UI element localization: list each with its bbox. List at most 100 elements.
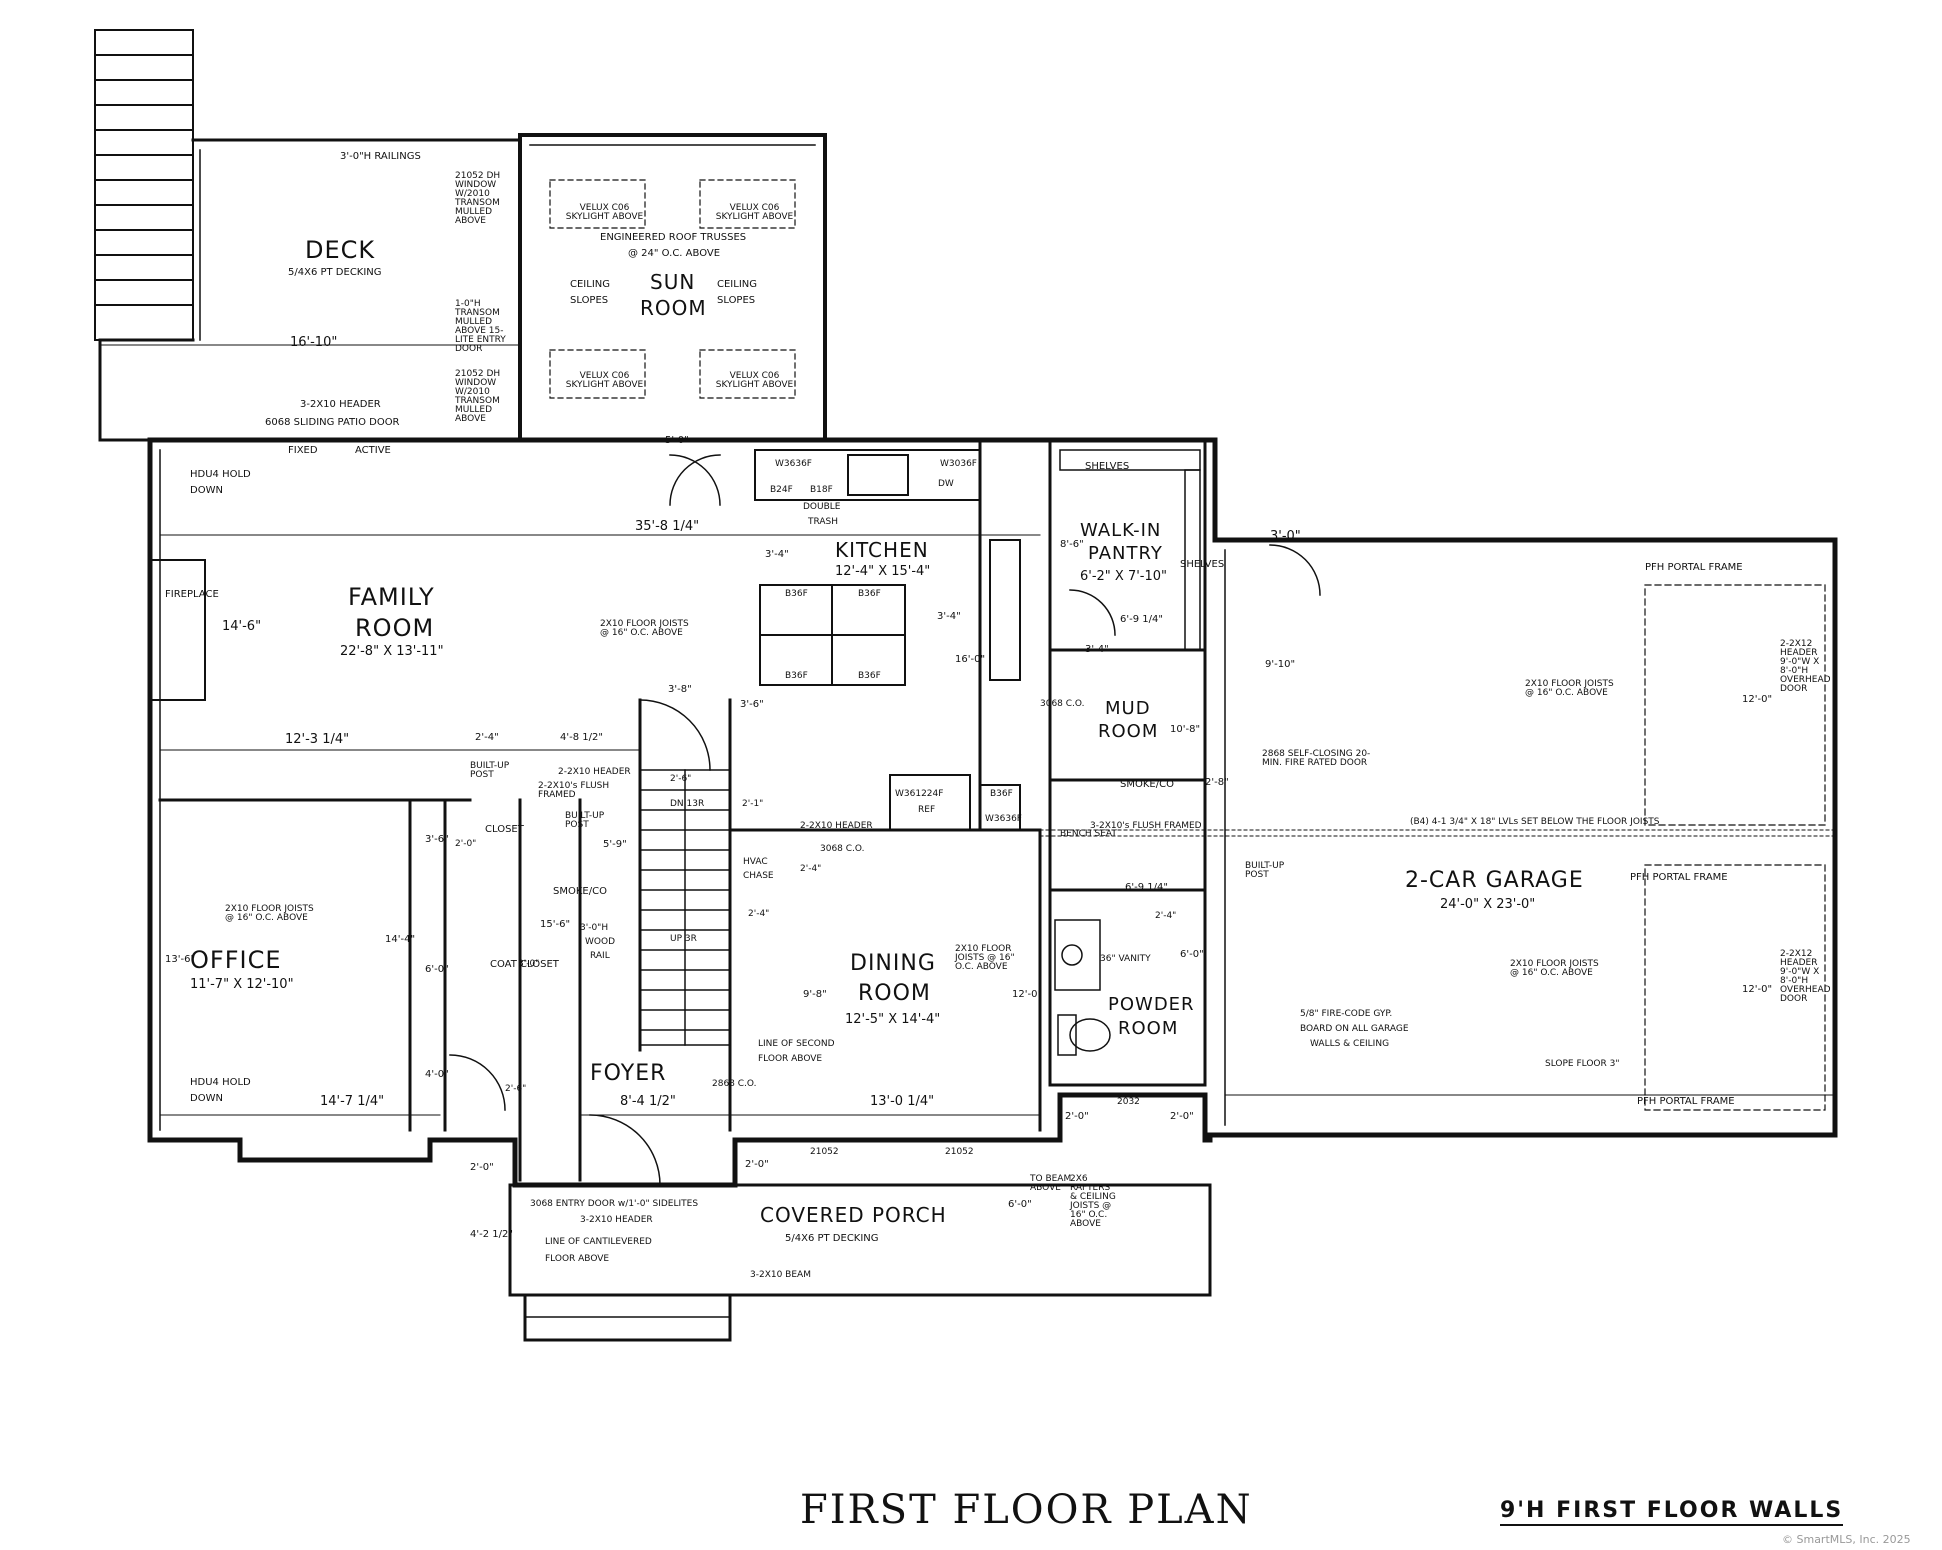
office-d-14-4: 14'-4" (385, 934, 416, 945)
main-stairs (639, 769, 731, 1046)
dim-2-6b: 2'-6" (505, 1084, 527, 1094)
powder-fixtures (1054, 919, 1111, 1056)
window-21052-1: 21052 (810, 1147, 839, 1157)
dn-13r: DN 13R (670, 799, 705, 809)
cab-b18f: B18F (810, 485, 833, 495)
hold-down-2: DOWN (190, 485, 223, 496)
cab-ref-2: REF (918, 805, 936, 815)
kitchen-name: KITCHEN (835, 538, 929, 562)
window-bottom-note: 21052 DH WINDOW W/2010 TRANSOM MULLED AB… (455, 369, 501, 424)
dim-3-4-k2: 3'-4" (937, 611, 961, 622)
sun-room-walls (518, 133, 827, 442)
family-width: 12'-3 1/4" (285, 732, 350, 747)
pantry-shelves-1: SHELVES (1085, 461, 1130, 472)
smoke-co-foyer: SMOKE/CO (553, 886, 607, 897)
trusses-1: ENGINEERED ROOF TRUSSES (600, 232, 747, 243)
office-size: 11'-7" X 12'-10" (190, 977, 294, 992)
ceiling-slopes-left-1: CEILING (570, 279, 610, 290)
foyer-co: 2868 C.O. (712, 1079, 757, 1089)
foyer-width: 8'-4 1/2" (620, 1094, 676, 1109)
closet-name: CLOSET (485, 824, 524, 835)
builtup-post-2: BUILT-UP POST (565, 811, 605, 830)
lvl-beam (1039, 829, 1836, 837)
garage-d-12-1: 12'-0" (1742, 694, 1773, 705)
office-hold-down-2: DOWN (190, 1093, 223, 1104)
builtup-post-1: BUILT-UP POST (470, 761, 510, 780)
garage-d-12-2: 12'-0" (1742, 984, 1773, 995)
dim-2-0-b: 2'-0" (1170, 1111, 1194, 1122)
family-joists: 2X10 FLOOR JOISTS @ 16" O.C. ABOVE (600, 619, 689, 638)
hold-down-1: HDU4 HOLD (190, 469, 251, 480)
dim-2-0-a: 2'-0" (1065, 1111, 1089, 1122)
porch-name: COVERED PORCH (760, 1203, 947, 1227)
garage-name: 2-CAR GARAGE (1405, 868, 1584, 893)
skylight-1: VELUX C06 SKYLIGHT ABOVE (565, 203, 644, 222)
cab-w3036f: W3036F (940, 459, 977, 469)
pantry-name-2: PANTRY (1088, 543, 1163, 564)
dim-3-4-m: 3'-4" (1085, 644, 1109, 655)
pfh-1: PFH PORTAL FRAME (1645, 562, 1743, 573)
door-3068-co: 3068 C.O. (820, 844, 865, 854)
hvac-1: HVAC (743, 857, 768, 867)
double-trash-1: DOUBLE (803, 502, 841, 512)
cab-b36f-5: B36F (990, 789, 1013, 799)
coat-closet-name: COAT CLOSET (490, 959, 559, 970)
fixed-label: FIXED (288, 445, 318, 456)
deck-name: DECK (305, 236, 376, 264)
garage-joists-2: 2X10 FLOOR JOISTS @ 16" O.C. ABOVE (1510, 959, 1599, 978)
builtup-post-3: BUILT-UP POST (1245, 861, 1285, 880)
deck-stairs (94, 29, 194, 341)
pantry-shelves (1059, 449, 1201, 651)
office-d-6-0: 6'-0" (425, 964, 449, 975)
office-name: OFFICE (190, 946, 282, 974)
garage-joists-1: 2X10 FLOOR JOISTS @ 16" O.C. ABOVE (1525, 679, 1614, 698)
powder-name-2: ROOM (1118, 1018, 1179, 1039)
lvl-note: (B4) 4-1 3/4" X 18" LVLs SET BELOW THE F… (1410, 817, 1660, 827)
dim-2-4: 2'-4" (475, 732, 499, 743)
sun-room-name-2: ROOM (640, 296, 707, 320)
fire-door-note: 2868 SELF-CLOSING 20-MIN. FIRE RATED DOO… (1262, 749, 1371, 768)
window-top-note: 21052 DH WINDOW W/2010 TRANSOM MULLED AB… (455, 171, 501, 226)
pfh-2: PFH PORTAL FRAME (1630, 872, 1728, 883)
porch-d-6-0: 6'-0" (1008, 1199, 1032, 1210)
dim-6-0-p: 6'-0" (1180, 949, 1204, 960)
kitchen-counters (754, 449, 1021, 831)
double-trash-2: TRASH (808, 517, 839, 527)
dim-2-8: 2'-8" (1205, 777, 1229, 788)
sun-room-name-1: SUN (650, 270, 696, 294)
dim-2-4c: 2'-4" (748, 909, 770, 919)
office-hold-down-1: HDU4 HOLD (190, 1077, 251, 1088)
slope-floor: SLOPE FLOOR 3" (1545, 1059, 1620, 1069)
dim-3-8: 3'-8" (668, 684, 692, 695)
cab-b24f: B24F (770, 485, 793, 495)
dim-16-0: 16'-0" (955, 654, 986, 665)
rafters-note: 2X6 RAFTERS & CEILING JOISTS @ 16" O.C. … (1070, 1174, 1116, 1229)
porch-beam: 3-2X10 BEAM (750, 1270, 811, 1280)
flush-framed: 2-2X10's FLUSH FRAMED (538, 781, 610, 800)
skylight-2: VELUX C06 SKYLIGHT ABOVE (715, 203, 794, 222)
railings-note: 3'-0"H RAILINGS (340, 151, 421, 162)
ceiling-slopes-left-2: SLOPES (570, 295, 609, 306)
to-beam: TO BEAM ABOVE (1030, 1174, 1072, 1193)
cab-w3636f: W3636F (775, 459, 812, 469)
pantry-name-1: WALK-IN (1080, 520, 1162, 541)
dim-9-10: 9'-10" (1265, 659, 1296, 670)
cab-w3636f-2: W3636F (985, 814, 1022, 824)
house-exterior-walls (147, 437, 1838, 1188)
dining-width: 13'-0 1/4" (870, 1094, 935, 1109)
entry-door-main: 3068 ENTRY DOOR w/1'-0" SIDELITES (530, 1199, 699, 1209)
entry-door-note: 1-0"H TRANSOM MULLED ABOVE 15-LITE ENTRY… (455, 299, 506, 354)
family-room-name-1: FAMILY (348, 583, 435, 611)
trusses-2: @ 24" O.C. ABOVE (628, 248, 721, 259)
skylight-4: VELUX C06 SKYLIGHT ABOVE (715, 371, 794, 390)
office-depth: 13'-6" (165, 954, 196, 965)
sun-opening: 5'-0" (665, 435, 689, 446)
firecode-1: 5/8" FIRE-CODE GYP. (1300, 1009, 1393, 1019)
active-label: ACTIVE (355, 445, 391, 456)
window-2032: 2032 (1117, 1097, 1140, 1107)
wall-note: 9'H FIRST FLOOR WALLS (1500, 1500, 1844, 1526)
wood-rail-3: RAIL (590, 951, 610, 961)
bench-seat: BENCH SEAT (1060, 829, 1117, 839)
office-d-3-6: 3'-6" (425, 834, 449, 845)
